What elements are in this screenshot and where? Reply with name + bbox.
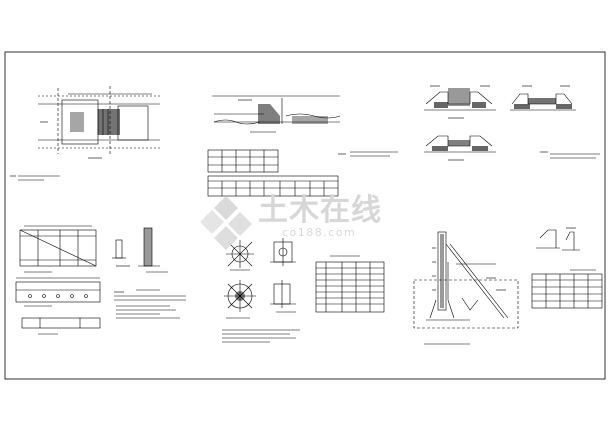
- table-small-top-center: [207, 149, 279, 173]
- cross-sections-top-right: [424, 85, 600, 161]
- watermark-subtitle: co188.com: [282, 226, 357, 239]
- detail-sections-middle: [112, 227, 186, 319]
- bracket-details-right: [536, 227, 580, 251]
- materials-table: [315, 255, 385, 313]
- plan-view-top-left: [10, 86, 160, 181]
- watermark-title: 土木在线: [258, 193, 382, 228]
- sheet-border: [4, 51, 606, 380]
- section-view-top-center: [212, 95, 398, 157]
- watermark-logo-icon: [200, 196, 252, 250]
- table-wide-top-center: [207, 175, 339, 197]
- parts-table-right: [531, 269, 603, 309]
- gate-plan-middle-left: [15, 225, 101, 335]
- hoist-elevation-right: [413, 231, 519, 345]
- radial-details-center: [222, 238, 300, 343]
